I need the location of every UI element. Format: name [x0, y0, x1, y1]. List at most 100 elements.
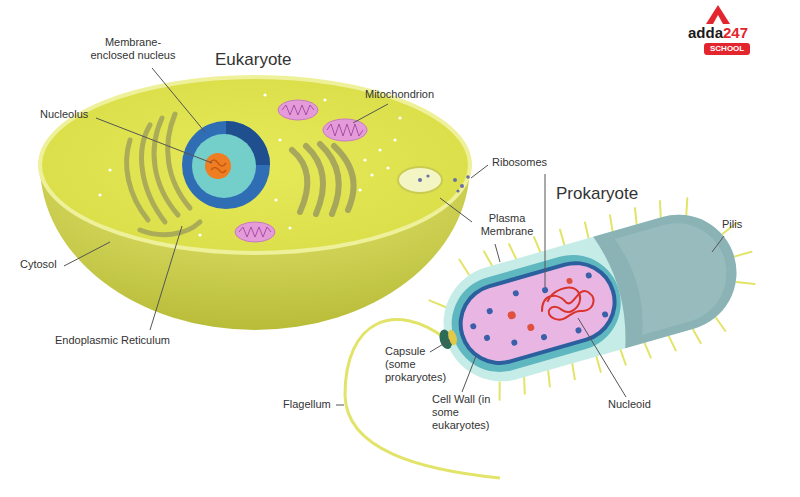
- ribosome: [393, 138, 396, 141]
- logo-cutout: [713, 15, 723, 24]
- cell-wall-layer: [440, 244, 632, 384]
- leader-line: [336, 405, 344, 406]
- pilus: [484, 250, 493, 267]
- part-label: Nucleolus: [40, 108, 88, 121]
- nucleolus-texture: [210, 160, 226, 173]
- mitochondrion: [235, 222, 275, 242]
- logo-word: adda: [688, 24, 723, 42]
- pilus: [692, 327, 701, 344]
- golgi-cisterna: [320, 144, 339, 214]
- plasmid: [526, 323, 535, 332]
- ribosome: [511, 339, 518, 346]
- ribosome: [363, 158, 366, 161]
- mitochondrion: [323, 119, 367, 141]
- cell-title: Eukaryote: [215, 50, 292, 70]
- ribosome: [470, 323, 477, 330]
- plasmids: [502, 277, 582, 336]
- pilus: [715, 315, 725, 333]
- golgi: [292, 144, 354, 214]
- ribosome-dots: [464, 268, 611, 362]
- pilus: [682, 198, 692, 216]
- cristae: [282, 105, 314, 115]
- pilus: [459, 258, 468, 276]
- ribosome-dots: [98, 93, 401, 236]
- eukaryote-cell: [40, 77, 470, 330]
- capsule-layer: [430, 201, 750, 395]
- pilus: [736, 277, 754, 288]
- pilus: [644, 341, 651, 358]
- ribosome: [398, 116, 401, 119]
- pilus: [560, 230, 565, 246]
- leader-line: [64, 242, 110, 266]
- pilus: [429, 296, 447, 312]
- vesicle: [398, 167, 442, 193]
- ribosome: [512, 290, 519, 297]
- ribosome: [585, 272, 592, 279]
- cristae: [327, 124, 363, 136]
- ribosome: [98, 193, 101, 196]
- leader-line: [495, 244, 500, 262]
- pilus: [668, 334, 676, 351]
- pilus: [495, 382, 504, 400]
- ribosome: [274, 198, 277, 201]
- leader-line: [440, 198, 472, 222]
- er-fold: [127, 140, 148, 220]
- golgi-cisterna: [306, 146, 323, 214]
- ribosome-dots: [418, 174, 470, 192]
- pilus: [584, 222, 590, 239]
- part-label: Capsule (some prokaryotes): [385, 345, 451, 385]
- cell-exterior-shade: [615, 211, 739, 335]
- ribosome: [486, 307, 493, 314]
- pilus: [620, 348, 626, 365]
- ribosome: [108, 168, 111, 171]
- part-label: Ribosomes: [492, 156, 547, 169]
- golgi-cisterna: [334, 146, 354, 210]
- mitochondrion: [278, 100, 318, 120]
- pilus: [608, 215, 615, 232]
- prokaryote-cell: [420, 181, 772, 413]
- part-label: Cytosol: [20, 258, 57, 271]
- ribosome: [466, 175, 470, 179]
- pilus: [656, 201, 665, 218]
- leader-line: [578, 318, 626, 397]
- ribosome: [323, 98, 326, 101]
- pilus: [534, 237, 541, 254]
- pili: [421, 181, 772, 412]
- ribosome: [278, 138, 281, 141]
- plasmid: [566, 277, 573, 284]
- leader-line: [353, 104, 388, 123]
- leader-line: [471, 165, 488, 178]
- er-fold: [154, 118, 178, 215]
- pilus: [570, 362, 577, 379]
- leader-line: [430, 340, 450, 352]
- ribosome: [453, 178, 457, 182]
- pilus: [509, 243, 517, 260]
- leader-line: [96, 118, 212, 163]
- logo-icon: [706, 5, 730, 24]
- ribosome: [378, 148, 381, 151]
- part-label: Cell Wall (in some eukaryotes): [432, 393, 494, 433]
- nuclear-envelope: [182, 121, 270, 209]
- cytoplasm: [454, 256, 621, 369]
- part-label: Membrane- enclosed nucleus: [85, 36, 181, 62]
- part-label: Flagellum: [283, 398, 331, 411]
- ribosome: [358, 188, 361, 191]
- logo-number: 247: [723, 24, 748, 42]
- ribosome: [198, 233, 201, 236]
- part-label: Plasma Membrane: [476, 212, 538, 238]
- pilus: [734, 252, 751, 257]
- leader-line: [150, 226, 182, 330]
- ribosome: [288, 226, 291, 229]
- ribosome: [541, 286, 548, 293]
- part-label: Endoplasmic Reticulum: [55, 334, 170, 347]
- leader-line: [545, 174, 546, 287]
- ribosome: [460, 184, 464, 188]
- er-fold: [140, 222, 200, 235]
- pilus: [596, 356, 601, 372]
- cell-title: Prokaryote: [556, 184, 638, 204]
- ribosome: [575, 327, 582, 334]
- leader-line: [712, 236, 724, 252]
- ribosome: [370, 173, 373, 176]
